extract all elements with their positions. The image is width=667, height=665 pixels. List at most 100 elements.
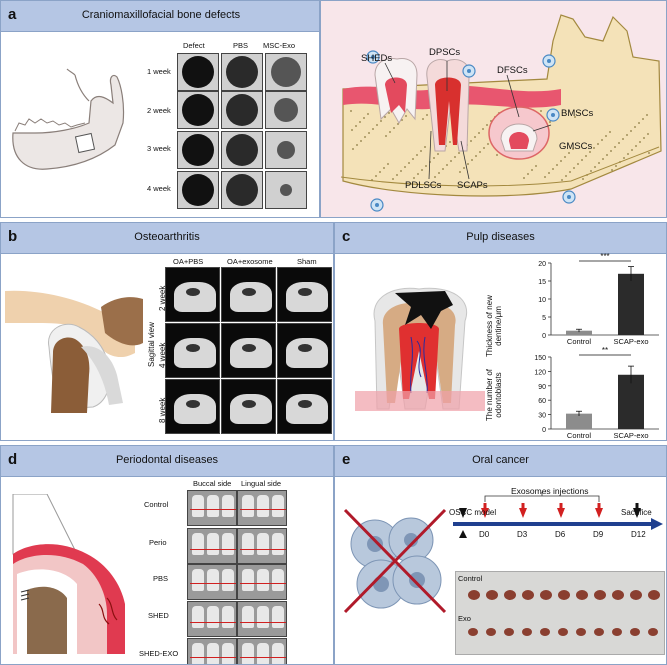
tumor-row-control-label: Control xyxy=(458,574,483,583)
panel-e-title: Oral cancer xyxy=(472,454,529,466)
chart-tick-label: 0 xyxy=(542,427,546,434)
tumor-sample xyxy=(522,628,532,636)
panel-a-col-mscexo: MSC-Exo xyxy=(263,41,296,50)
periodontal-illustration xyxy=(12,494,125,654)
chart-tick-label: 0 xyxy=(542,333,546,340)
panel-d-image-cell xyxy=(187,528,237,564)
panel-a: a Craniomaxillofacial bone defects Defec… xyxy=(0,0,320,218)
panel-b-col-oaexo: OA+exosome xyxy=(227,257,273,266)
tumor-sample xyxy=(594,628,604,636)
panel-b-side-label: Sagittal view xyxy=(147,322,156,367)
chart-tick-label: 60 xyxy=(538,398,546,405)
panel-b-image-cell xyxy=(277,267,332,322)
panel-b-title: Osteoarthritis xyxy=(134,231,200,243)
day-label: D9 xyxy=(593,530,604,539)
label-dpscs: DPSCs xyxy=(429,47,461,58)
panel-d-col-lingual: Lingual side xyxy=(241,479,282,488)
panel-d-image-cell xyxy=(237,564,287,600)
panel-d-image-cell xyxy=(237,638,287,664)
tumor-sample xyxy=(504,628,514,636)
panel-a-image-cell xyxy=(221,91,263,129)
tumor-row-exo-label: Exo xyxy=(458,614,471,623)
tmj-illustration xyxy=(5,290,143,413)
tumor-sample xyxy=(558,590,570,600)
panel-b-col-sham: Sham xyxy=(297,257,317,266)
injection-arrow xyxy=(481,508,489,518)
panel-e-letter: e xyxy=(342,451,351,468)
label-bmscs: BMSCs xyxy=(561,108,594,119)
day-label: D0 xyxy=(479,530,490,539)
tumor-sample xyxy=(612,590,624,600)
panel-a-col-pbs: PBS xyxy=(233,41,249,50)
chart-category-label: Control xyxy=(567,431,592,440)
panel-c-title: Pulp diseases xyxy=(466,231,535,243)
panel-e-header: e Oral cancer xyxy=(335,446,666,477)
injection-label: Exosomes injections xyxy=(511,486,589,496)
tumor-sample xyxy=(540,628,550,636)
panel-a-row-1: 1 week xyxy=(147,67,171,76)
panel-d-row-pbs: PBS xyxy=(153,574,169,583)
panel-b-letter: b xyxy=(8,228,18,245)
chart-significance: ** xyxy=(602,346,608,355)
injection-arrow xyxy=(519,508,527,518)
tumor-sample xyxy=(558,628,568,636)
panel-d-image-cell xyxy=(187,601,237,637)
label-pdlscs: PDLSCs xyxy=(405,180,442,191)
chart-category-label: SCAP-exo xyxy=(613,431,648,440)
label-sheds: SHEDs xyxy=(361,53,393,64)
chart-bar xyxy=(618,273,644,335)
label-scaps: SCAPs xyxy=(457,180,488,191)
injection-arrow-shaft xyxy=(635,503,639,509)
panel-d-header: d Periodontal diseases xyxy=(1,446,333,477)
day-label: D12 xyxy=(631,530,646,539)
chart-bar xyxy=(566,413,592,429)
injection-arrow-shaft xyxy=(559,503,563,509)
panel-d-image-cell xyxy=(187,638,237,664)
tumor-sample xyxy=(576,590,588,600)
panel-d-image-cell xyxy=(237,528,287,564)
injection-arrow-shaft xyxy=(483,503,487,509)
panel-a-image-cell xyxy=(221,131,263,169)
injection-arrow xyxy=(595,508,603,518)
tumor-sample xyxy=(486,628,496,636)
panel-a-row-3: 3 week xyxy=(147,144,171,153)
chart-tick-label: 10 xyxy=(538,297,546,304)
panel-d-col-buccal: Buccal side xyxy=(193,479,232,488)
panel-b-image-cell xyxy=(221,323,276,378)
injection-arrow-shaft xyxy=(521,503,525,509)
chart-tick-label: 5 xyxy=(542,315,546,322)
panel-b-image-cell xyxy=(221,379,276,434)
tumor-sample xyxy=(630,590,642,600)
cancer-cells-illustration xyxy=(343,508,447,614)
chart-category-label: SCAP-exo xyxy=(613,337,648,346)
tumor-sample xyxy=(594,590,606,600)
panel-a-image-cell xyxy=(265,131,307,169)
panel-a-image-cell xyxy=(177,91,219,129)
panel-b-header: b Osteoarthritis xyxy=(1,223,333,254)
panel-d: d Periodontal diseases Buccal side Lingu… xyxy=(0,445,334,665)
panel-a-image-cell xyxy=(265,171,307,209)
model-arrow xyxy=(459,508,467,518)
tumor-sample xyxy=(468,628,478,636)
panel-a-image-cell xyxy=(177,131,219,169)
panel-b-image-cell xyxy=(165,267,220,322)
model-triangle xyxy=(459,530,467,538)
panel-b-col-oapbs: OA+PBS xyxy=(173,257,204,266)
panel-d-row-shedexo: SHED-EXO xyxy=(139,649,179,658)
chart-tick-label: 120 xyxy=(534,369,546,376)
chart2-ylabel: The number of odontoblasts xyxy=(485,368,503,422)
tumor-photo: Control Exo xyxy=(455,571,665,655)
chart-significance: *** xyxy=(600,252,609,261)
panel-a-image-cell xyxy=(265,91,307,129)
panel-a-row-4: 4 week xyxy=(147,184,171,193)
panel-a-header: a Craniomaxillofacial bone defects xyxy=(1,1,319,32)
panel-a-image-cell xyxy=(221,171,263,209)
sacrifice-label: Sacrifice xyxy=(621,508,652,517)
panel-b: b Osteoarthritis OA+PBS OA+exosome Sham … xyxy=(0,222,334,441)
stem-cell-jaw-diagram xyxy=(340,14,662,212)
injection-bracket xyxy=(484,495,600,502)
panel-a-letter: a xyxy=(8,6,17,23)
day-label: D6 xyxy=(555,530,566,539)
chart-bar xyxy=(618,374,644,429)
